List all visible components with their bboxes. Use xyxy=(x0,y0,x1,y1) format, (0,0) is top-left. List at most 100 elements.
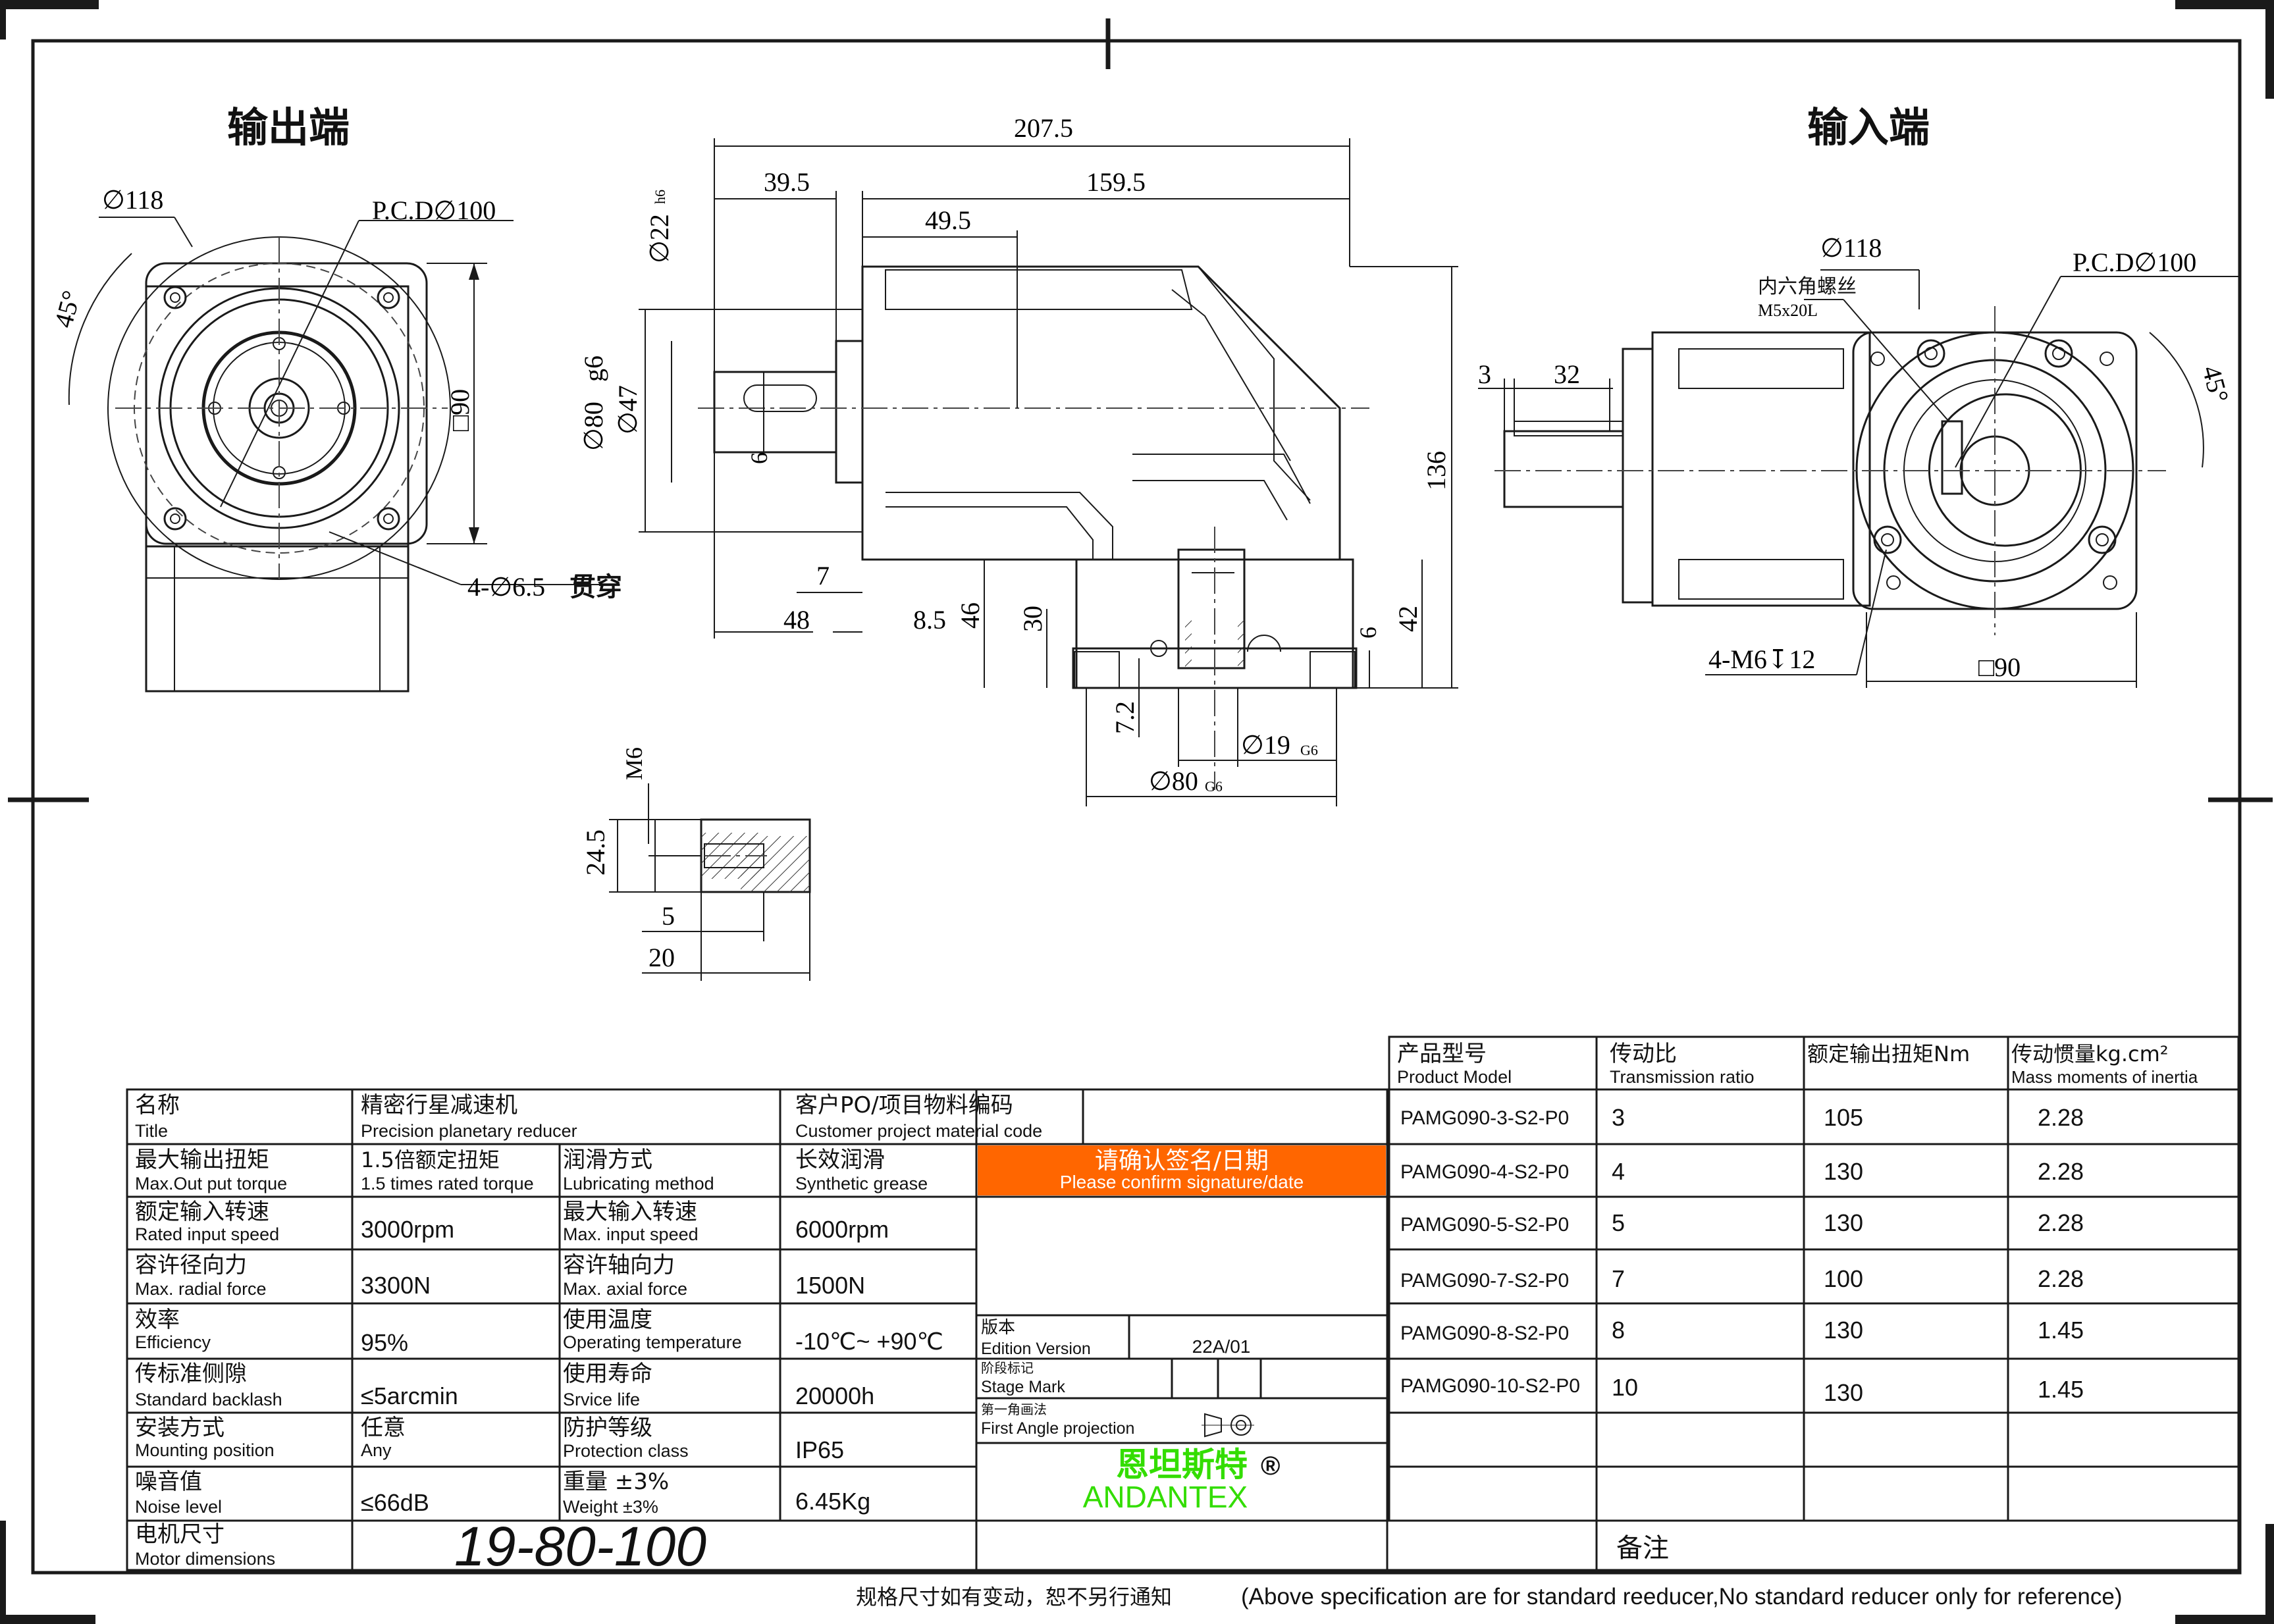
projection-label-cn: 第一角画法 xyxy=(981,1401,1047,1417)
side-dim-6: 6 xyxy=(1355,627,1381,639)
side-d80b-tol: G6 xyxy=(1205,778,1223,795)
input-angle-label: 45° xyxy=(2196,363,2234,406)
side-dim-39-5: 39.5 xyxy=(764,167,810,197)
spec-row-torque: 最大输出扭矩 Max.Out put torque 1.5倍额定扭矩 1.5 t… xyxy=(135,1147,928,1193)
side-d19-label: ∅19 xyxy=(1241,730,1290,760)
spec-value: 6.45Kg xyxy=(795,1488,870,1515)
side-height-136: 136 xyxy=(1421,451,1451,490)
output-d118-label: ∅118 xyxy=(102,185,163,215)
spec-value-cn: 长效润滑 xyxy=(795,1147,885,1173)
spec-label-en: Weight ±3% xyxy=(563,1497,658,1517)
side-d80b-label: ∅80 xyxy=(1149,766,1198,796)
inertia-cell: 2.28 xyxy=(2038,1209,2084,1236)
spec-label-cn: 噪音值 xyxy=(135,1469,202,1495)
side-dim-49-5: 49.5 xyxy=(925,205,971,235)
input-screw-spec: M5x20L xyxy=(1758,301,1818,320)
title-label-en: Title xyxy=(135,1121,168,1141)
motor-label-cn: 电机尺寸 xyxy=(135,1521,225,1548)
ratio-cell: 3 xyxy=(1612,1104,1625,1131)
ratio-cell: 8 xyxy=(1612,1317,1625,1344)
torque-cell: 105 xyxy=(1824,1104,1863,1131)
side-dim-42: 42 xyxy=(1393,606,1423,632)
input-view-title: 输入端 xyxy=(1807,103,1930,151)
spec-label-cn: 安装方式 xyxy=(135,1415,225,1441)
brand-name-cn: 恩坦斯特 xyxy=(1116,1446,1248,1484)
torque-cell: 130 xyxy=(1824,1158,1863,1185)
spec-label-en: Mounting position xyxy=(135,1440,275,1460)
torque-cell: 130 xyxy=(1824,1317,1863,1344)
ratio-cell: 4 xyxy=(1612,1158,1625,1185)
spec-row-speed: 额定输入转速 Rated input speed 3000rpm 最大输入转速 … xyxy=(135,1199,889,1244)
output-end-view xyxy=(68,217,616,693)
footer-note-en: (Above specification are for standard re… xyxy=(1241,1584,2123,1610)
spec-label-cn: 传标准侧隙 xyxy=(135,1361,247,1387)
side-d19-tol: G6 xyxy=(1300,742,1318,758)
side-dimension-lines xyxy=(639,138,1458,806)
spec-label-en: Standard backlash xyxy=(135,1390,282,1409)
input-d118-label: ∅118 xyxy=(1820,233,1882,263)
input-dim-32: 32 xyxy=(1554,359,1580,389)
product-name-en: Precision planetary reducer xyxy=(361,1121,577,1141)
detail-dim-24-5: 24.5 xyxy=(581,829,610,876)
model-cell: PAMG090-8-S2-P0 xyxy=(1400,1323,1569,1344)
spec-value: ≤5arcmin xyxy=(361,1382,458,1409)
output-angle-label: 45° xyxy=(48,288,86,331)
spec-row-backlash: 传标准侧隙 Standard backlash ≤5arcmin 使用寿命 Sr… xyxy=(135,1361,874,1409)
spec-label-en: Rated input speed xyxy=(135,1224,279,1244)
inertia-cell: 2.28 xyxy=(2038,1158,2084,1185)
model-row: PAMG090-3-S2-P0 3 105 2.28 xyxy=(1400,1104,2084,1131)
customer-po-cn: 客户PO/项目物料编码 xyxy=(795,1092,1013,1118)
footer-note-cn: 规格尺寸如有变动，恕不另行通知 xyxy=(856,1585,1172,1610)
side-dim-8-5: 8.5 xyxy=(913,605,946,635)
edition-value: 22A/01 xyxy=(1192,1336,1251,1357)
inertia-cell: 1.45 xyxy=(2038,1317,2084,1344)
output-pcd-label: P.C.D∅100 xyxy=(372,196,496,225)
model-row: PAMG090-10-S2-P0 10 130 1.45 xyxy=(1400,1374,2084,1406)
input-end-view xyxy=(1478,269,2238,688)
spec-value: 3000rpm xyxy=(361,1216,454,1243)
input-dim-3: 3 xyxy=(1478,359,1491,389)
side-key-width: 6 xyxy=(746,452,772,464)
model-row: PAMG090-4-S2-P0 4 130 2.28 xyxy=(1400,1158,2084,1185)
spec-row-noise: 噪音值 Noise level ≤66dB 重量 ±3% Weight ±3% … xyxy=(135,1469,870,1517)
spec-value-cn: 任意 xyxy=(361,1415,406,1441)
side-d47-label: ∅47 xyxy=(613,385,643,434)
spec-value: ≤66dB xyxy=(361,1489,429,1516)
side-dim-7: 7 xyxy=(816,561,830,590)
projection-label-en: First Angle projection xyxy=(981,1419,1134,1438)
spec-value: 20000h xyxy=(795,1382,874,1409)
inertia-cell: 2.28 xyxy=(2038,1104,2084,1131)
model-header-en: Product Model xyxy=(1397,1067,1512,1087)
spec-label-cn: 额定输入转速 xyxy=(135,1199,269,1225)
ratio-cell: 10 xyxy=(1612,1374,1638,1401)
torque-header-cn: 额定输出扭矩Nm xyxy=(1807,1041,1970,1066)
spec-label-en: Operating temperature xyxy=(563,1332,742,1352)
output-holes-note: 贯穿 xyxy=(569,572,622,602)
remarks-label: 备注 xyxy=(1616,1533,1669,1563)
inertia-header-cn: 传动惯量kg.cm² xyxy=(2011,1041,2169,1066)
side-d22-tol: h6 xyxy=(652,190,668,204)
model-row: PAMG090-7-S2-P0 7 100 2.28 xyxy=(1400,1265,2084,1292)
input-pcd-label: P.C.D∅100 xyxy=(2073,248,2196,277)
spec-row-efficiency: 效率 Efficiency 95% 使用温度 Operating tempera… xyxy=(135,1307,943,1356)
spec-value: 6000rpm xyxy=(795,1216,889,1243)
spec-label-cn: 最大输出扭矩 xyxy=(135,1147,269,1173)
confirm-signature-en: Please confirm signature/date xyxy=(1060,1172,1304,1192)
shaft-end-detail xyxy=(609,783,811,981)
spec-value-en: Synthetic grease xyxy=(795,1174,928,1193)
ratio-header-en: Transmission ratio xyxy=(1610,1067,1755,1087)
confirm-signature-banner xyxy=(978,1145,1386,1195)
torque-cell: 100 xyxy=(1824,1265,1863,1292)
model-table-grid xyxy=(1387,1035,2240,1571)
ratio-cell: 7 xyxy=(1612,1265,1625,1292)
side-d80-tol: g6 xyxy=(579,355,608,382)
torque-cell: 130 xyxy=(1824,1379,1863,1406)
output-square-label: □90 xyxy=(445,389,475,431)
spec-label-cn: 最大输入转速 xyxy=(563,1199,697,1225)
first-angle-projection-icon xyxy=(1202,1413,1254,1438)
customer-po-en: Customer project material code xyxy=(795,1121,1042,1141)
spec-value-en: 1.5 times rated torque xyxy=(361,1174,534,1193)
spec-value: -10℃~ +90℃ xyxy=(795,1328,943,1355)
spec-value-en: Any xyxy=(361,1440,392,1460)
